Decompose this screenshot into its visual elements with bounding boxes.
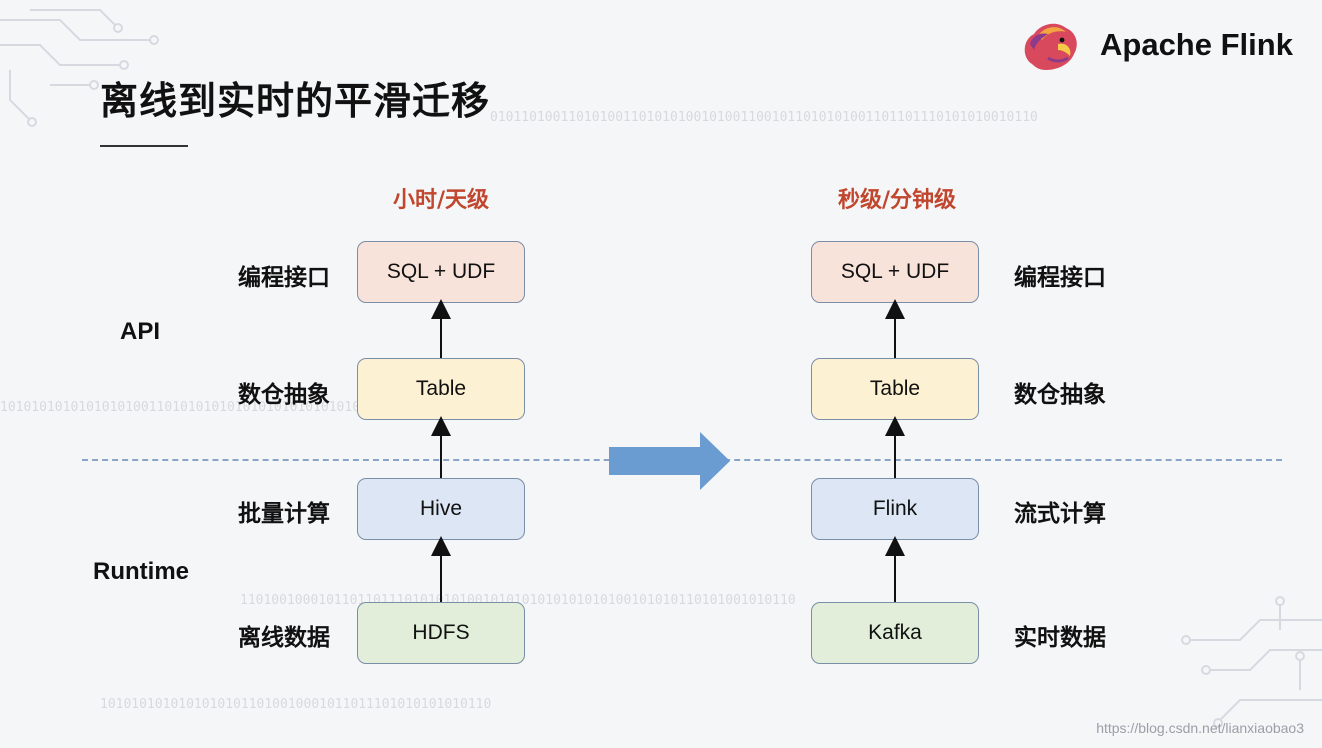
offline-label-data: 离线数据 [238, 625, 330, 651]
realtime-flink-box: Flink [811, 478, 979, 540]
layer-label-runtime: Runtime [93, 558, 189, 585]
migration-arrow [609, 432, 730, 490]
watermark: https://blog.csdn.net/lianxiaobao3 [1096, 720, 1304, 736]
offline-hdfs-box: HDFS [357, 602, 525, 664]
page-title: 离线到实时的平滑迁移 [100, 79, 491, 123]
offline-label-compute: 批量计算 [238, 501, 330, 527]
realtime-kafka-box: Kafka [811, 602, 979, 664]
binary-decoration: 1010101010101010101101001000101101110101… [100, 697, 492, 712]
layer-label-api: API [120, 318, 161, 345]
circuit-decoration-top-left [0, 9, 159, 127]
flink-squirrel-icon [1024, 23, 1077, 71]
realtime-label-abstraction: 数仓抽象 [1014, 382, 1106, 408]
realtime-label-data: 实时数据 [1014, 625, 1106, 651]
binary-decoration: 0101101001101010011010101001010011001011… [490, 110, 1038, 125]
realtime-latency-header: 秒级/分钟级 [837, 188, 957, 213]
realtime-sql-udf-box: SQL + UDF [811, 241, 979, 303]
title-underline [100, 145, 188, 147]
realtime-table-box: Table [811, 358, 979, 420]
offline-label-interface: 编程接口 [238, 265, 330, 291]
circuit-decoration-bottom-right [1181, 596, 1322, 728]
brand: Apache Flink [1018, 14, 1293, 76]
offline-sql-udf-box: SQL + UDF [357, 241, 525, 303]
offline-latency-header: 小时/天级 [392, 188, 490, 213]
brand-name: Apache Flink [1100, 27, 1293, 62]
offline-table-box: Table [357, 358, 525, 420]
realtime-label-compute: 流式计算 [1014, 501, 1106, 527]
realtime-label-interface: 编程接口 [1014, 265, 1106, 291]
offline-label-abstraction: 数仓抽象 [238, 382, 330, 408]
